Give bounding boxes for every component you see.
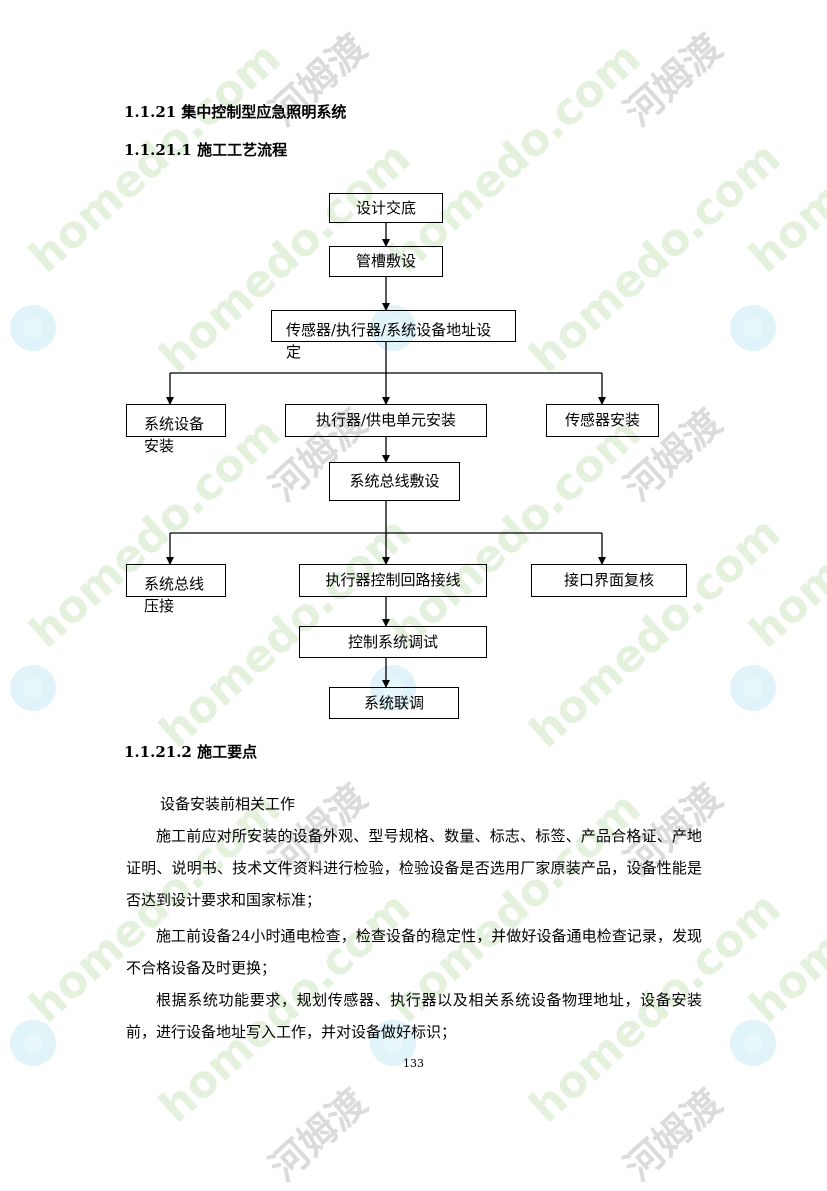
flow-step-label: 系统总线压接 [144, 575, 205, 615]
paragraph-address-planning: 根据系统功能要求，规划传感器、执行器以及相关系统设备物理地址，设备安装前，进行设… [126, 991, 702, 1041]
flow-step-label: 系统设备安装 [144, 415, 205, 455]
subsection-title-process: 1.1.21.1 施工工艺流程 [124, 141, 288, 159]
flow-step-label: 设计交底 [355, 198, 416, 217]
paragraph-pre-install: 设备安装前相关工作 [160, 795, 296, 813]
flow-step-actuator-power-install: 执行器/供电单元安装 [285, 404, 487, 437]
watermark-brand: 河姆渡 [616, 1080, 731, 1190]
flow-step-label: 执行器控制回路接线 [325, 571, 461, 589]
flow-step-conduit-laying: 管槽敷设 [329, 246, 443, 277]
flow-step-design-briefing: 设计交底 [329, 193, 443, 223]
page-number: 133 [403, 1057, 424, 1070]
flow-step-actuator-wiring: 执行器控制回路接线 [299, 564, 487, 597]
flow-step-label: 接口界面复核 [563, 571, 654, 589]
flowchart-connectors [166, 223, 606, 688]
paragraph-inspection: 施工前应对所安装的设备外观、型号规格、数量、标志、标签、产品合格证、产地证明、说… [126, 827, 702, 909]
flow-step-label: 传感器/执行器/系统设备地址设定 [286, 321, 492, 361]
flow-step-bus-laying: 系统总线敷设 [329, 462, 460, 501]
flow-step-sensor-install: 传感器安装 [546, 404, 659, 437]
flow-step-system-device-install: 系统设备安装 [126, 404, 226, 455]
flow-step-address-setting: 传感器/执行器/系统设备地址设定 [271, 310, 516, 361]
flow-step-label: 管槽敷设 [355, 252, 416, 270]
paragraph-power-test: 施工前设备24小时通电检查，检查设备的稳定性，并做好设备通电检查记录，发现不合格… [126, 927, 702, 977]
subsection-title-key-points: 1.1.21.2 施工要点 [124, 743, 258, 761]
watermark-brand: 河姆渡 [261, 1080, 376, 1190]
flow-step-label: 执行器/供电单元安装 [315, 411, 457, 429]
flow-step-joint-debug: 系统联调 [329, 687, 459, 719]
watermark-text: homedo.com [740, 782, 827, 1033]
flow-step-label: 系统总线敷设 [349, 472, 440, 490]
flow-step-label: 系统联调 [363, 693, 424, 712]
flow-step-label: 传感器安装 [564, 411, 640, 429]
flow-step-bus-crimping: 系统总线压接 [126, 564, 226, 615]
flow-step-control-debug: 控制系统调试 [299, 626, 487, 658]
section-title: 1.1.21 集中控制型应急照明系统 [124, 103, 347, 121]
flow-step-interface-check: 接口界面复核 [531, 564, 687, 597]
flow-step-label: 控制系统调试 [347, 632, 438, 651]
